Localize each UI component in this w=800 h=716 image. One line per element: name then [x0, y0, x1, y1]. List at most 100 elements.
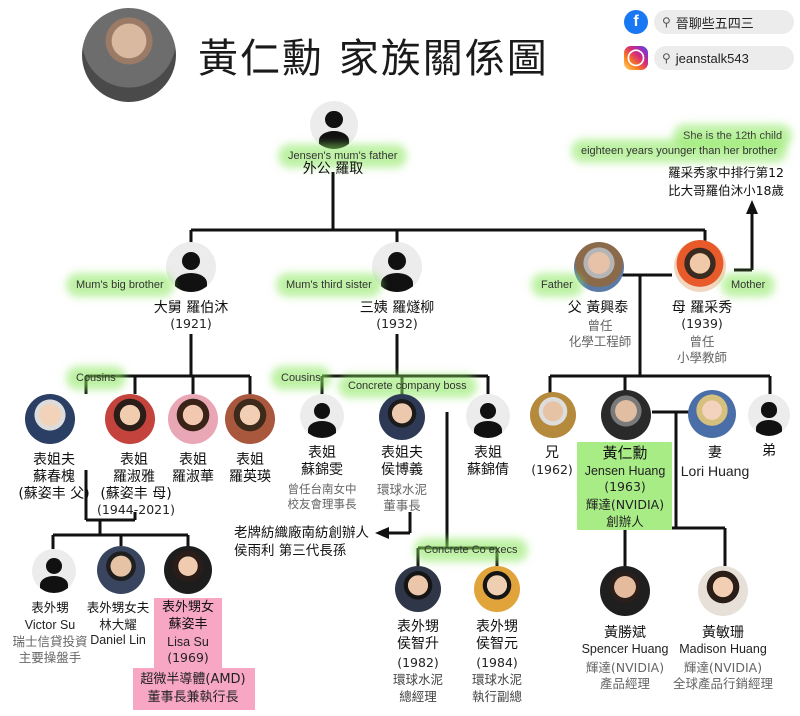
cousin-su-chunhuai-name1: 表姐夫: [33, 452, 75, 468]
hou-zhisheng-photo: [395, 566, 441, 612]
cousin-su-jinwen-name1: 表姐: [308, 445, 336, 461]
facebook-icon: f: [624, 10, 648, 34]
hou-family-note-line2: 侯雨利 第三代長孫: [234, 543, 347, 560]
grandfather-avatar: [310, 101, 358, 149]
cousin-su-jinwen-avatar: [300, 394, 344, 438]
cousins-label-left: Cousins: [72, 372, 120, 384]
wife-name: 妻: [708, 445, 722, 461]
jensen-highlight: [577, 442, 672, 530]
mother-role1: 曾任: [689, 334, 715, 349]
younger-brother-name: 弟: [762, 443, 776, 459]
cousin-luo-shuya-name2: 羅淑雅: [113, 469, 155, 485]
uncle-avatar: [166, 242, 216, 292]
cousin-su-jinqian-name2: 蘇錦倩: [467, 462, 509, 478]
hou-zhiyuan-name2: 侯智元: [476, 636, 518, 652]
aunt-avatar: [372, 242, 422, 292]
side-note-line2: eighteen years younger than her brother: [577, 145, 782, 157]
hou-zhiyuan-year: (1984): [476, 655, 518, 670]
lisa-su-role: 董事長兼執行長: [147, 690, 239, 705]
uncle-year: (1921): [170, 316, 212, 331]
cousin-luo-shuhua-photo: [168, 394, 218, 444]
cousin-su-jinqian-name1: 表姐: [474, 445, 502, 461]
hou-zhisheng-note1: 環球水泥: [392, 672, 444, 687]
mother-annotation: Mother: [727, 279, 770, 291]
aunt-year: (1932): [376, 316, 418, 331]
daniel-lin-name2: 林大耀: [99, 617, 137, 632]
cousin-hou-boyi-note1: 環球水泥: [376, 482, 428, 497]
father-role1: 曾任: [587, 318, 613, 333]
hou-family-note: 老牌紡織廠南紡創辦人 侯雨利 第三代長孫: [234, 524, 369, 560]
uncle-annotation: Mum's big brother: [72, 279, 168, 291]
madison-huang-en: Madison Huang: [679, 642, 767, 656]
victor-su-name2: Victor Su: [24, 618, 76, 632]
facebook-handle-pill[interactable]: ⚲ 晉聊些五四三: [654, 10, 794, 34]
lisa-su-name1: 表外甥女: [161, 600, 215, 615]
side-note-zh2: 比大哥羅伯沐小18歲: [668, 183, 784, 199]
spencer-huang-photo: [600, 566, 650, 616]
lisa-su-name3: Lisa Su: [167, 635, 209, 649]
father-annotation: Father: [537, 279, 577, 291]
aunt-name: 三姨 羅燧柳: [359, 300, 435, 316]
hou-zhiyuan-name1: 表外甥: [476, 619, 518, 635]
instagram-handle-pill[interactable]: ⚲ jeanstalk543: [654, 46, 794, 70]
cousin-hou-boyi-name2: 侯博義: [381, 462, 423, 478]
father-name: 父 黃興泰: [567, 300, 629, 316]
madison-huang-photo: [698, 566, 748, 616]
cousin-su-jinwen-note1: 曾任台南女中: [287, 482, 357, 496]
cousin-hou-boyi-photo: [379, 394, 425, 440]
hou-zhiyuan-note2: 執行副總: [471, 689, 523, 704]
concrete-boss-label: Concrete company boss: [344, 380, 471, 392]
daniel-lin-name3: Daniel Lin: [90, 633, 146, 647]
instagram-link[interactable]: ◯ ⚲ jeanstalk543: [624, 46, 794, 70]
lisa-su-photo: [164, 546, 212, 594]
younger-brother-avatar: [748, 394, 790, 436]
side-note-line1: She is the 12th child: [679, 130, 787, 142]
search-icon: ⚲: [662, 15, 671, 29]
concrete-execs-label: Concrete Co execs: [420, 544, 522, 556]
madison-huang-name: 黃敏珊: [702, 625, 744, 641]
mother-role2: 小學教師: [676, 350, 728, 365]
father-photo: [574, 242, 624, 292]
mother-year: (1939): [681, 316, 723, 331]
hou-zhisheng-year: (1982): [397, 655, 439, 670]
brother-name: 兄: [545, 445, 559, 461]
lisa-su-company: 超微半導體(AMD): [140, 672, 246, 687]
daniel-lin-photo: [97, 546, 145, 594]
grandfather-annotation: Jensen's mum's father: [284, 150, 402, 162]
victor-su-name1: 表外甥: [31, 600, 69, 615]
madison-huang-company: 輝達(NVIDIA): [683, 660, 763, 675]
cousin-luo-yingying-name1: 表姐: [236, 452, 264, 468]
facebook-link[interactable]: f ⚲ 晉聊些五四三: [624, 10, 794, 34]
cousin-hou-boyi-name1: 表姐夫: [381, 445, 423, 461]
mother-photo: [674, 240, 726, 292]
cousin-luo-yingying-photo: [225, 394, 275, 444]
victor-su-avatar: [32, 549, 76, 593]
page-title: 黃仁勳 家族關係圖: [198, 36, 549, 82]
cousins-label-mid: Cousins: [277, 372, 325, 384]
jensen-name: 黃仁勳: [602, 444, 648, 462]
cousin-su-chunhuai-photo: [25, 394, 75, 444]
spencer-huang-company: 輝達(NVIDIA): [585, 660, 665, 675]
lisa-su-year: (1969): [167, 650, 209, 665]
cousin-su-jinqian-avatar: [466, 394, 510, 438]
grandfather-name: 外公 羅取: [302, 161, 364, 177]
lisa-su-highlight-top: [154, 598, 222, 668]
jensen-year: (1963): [604, 479, 646, 494]
wife-en-name: Lori Huang: [680, 463, 750, 479]
jensen-en-name: Jensen Huang: [584, 464, 666, 478]
spencer-huang-en: Spencer Huang: [581, 642, 669, 656]
lisa-su-highlight-bottom: [133, 668, 255, 710]
victor-su-note2: 主要操盤手: [18, 650, 82, 665]
cousin-luo-shuya-name3: (蘇姿丰 母): [100, 486, 172, 502]
jensen-role: 創辦人: [606, 514, 644, 529]
side-note-zh: 羅采秀家中排行第12 比大哥羅伯沐小18歲: [668, 164, 784, 200]
uncle-name: 大舅 羅伯沐: [153, 300, 229, 316]
lisa-su-name2: 蘇姿丰: [168, 617, 208, 632]
jensen-company: 輝達(NVIDIA): [585, 497, 665, 512]
hou-family-note-line1: 老牌紡織廠南紡創辦人: [234, 525, 369, 541]
daniel-lin-name1: 表外甥女夫: [86, 600, 150, 615]
cousin-luo-shuya-photo: [105, 394, 155, 444]
hou-zhiyuan-note1: 環球水泥: [471, 672, 523, 687]
side-note-zh1: 羅采秀家中排行第12: [668, 165, 784, 180]
cousin-su-jinwen-note2: 校友會理事長: [287, 497, 357, 511]
